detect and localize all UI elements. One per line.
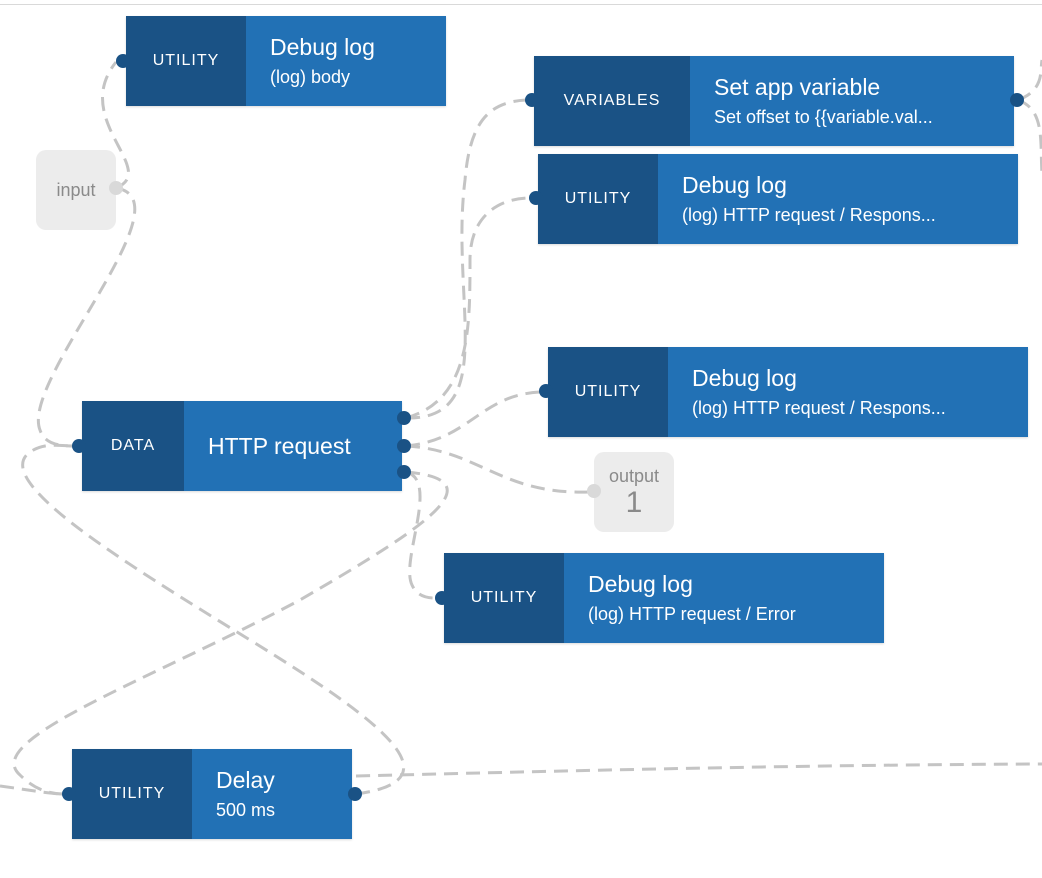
node-delay[interactable]: UTILITY Delay 500 ms: [72, 749, 352, 839]
node-debug-log-body[interactable]: UTILITY Debug log (log) body: [126, 16, 446, 106]
node-subtitle: (log) HTTP request / Error: [588, 604, 796, 624]
output-port-error[interactable]: [397, 465, 411, 479]
node-title: Debug log: [682, 172, 787, 198]
node-set-app-variable[interactable]: VARIABLES Set app variable Set offset to…: [534, 56, 1014, 146]
wire-http-to-set-var: [405, 98, 527, 420]
output-port-success[interactable]: [397, 439, 411, 453]
node-http-request[interactable]: DATA HTTP request: [82, 401, 402, 491]
node-category: UTILITY: [126, 16, 246, 106]
wire-set-var-out-2: [1017, 98, 1042, 176]
node-subtitle: (log) HTTP request / Respons...: [692, 398, 946, 418]
wire-http-to-debug-error: [405, 470, 437, 600]
wire-http-to-debug-resp2: [405, 390, 541, 448]
output-label: output: [608, 465, 660, 486]
wire-delay-to-http: [21, 443, 406, 796]
wire-delay-to-right: [355, 762, 1042, 778]
canvas-top-border: [0, 4, 1042, 5]
input-port[interactable]: [72, 439, 86, 453]
node-title: Delay: [216, 767, 275, 793]
node-subtitle: 500 ms: [216, 800, 276, 820]
output-port[interactable]: [1010, 93, 1024, 107]
input-port[interactable]: [529, 191, 543, 205]
output-port-response[interactable]: [397, 411, 411, 425]
node-subtitle: (log) body: [270, 67, 351, 87]
node-title: Set app variable: [714, 74, 881, 100]
output-port[interactable]: [348, 787, 362, 801]
input-port[interactable]: [62, 787, 76, 801]
wire-http-to-debug-resp1: [405, 196, 531, 420]
node-title: Debug log: [270, 34, 375, 60]
wire-left-edge-to-delay: [0, 784, 65, 796]
input-node-port[interactable]: [109, 181, 123, 195]
node-category: UTILITY: [72, 749, 192, 839]
flow-input-node[interactable]: input: [36, 150, 116, 230]
node-category: UTILITY: [548, 347, 668, 437]
output-number: 1: [625, 485, 643, 519]
input-port[interactable]: [435, 591, 449, 605]
node-title: Debug log: [588, 571, 693, 597]
node-subtitle: Set offset to {{variable.val...: [714, 107, 933, 127]
wire-http-to-delay: [12, 470, 449, 796]
input-label: input: [56, 179, 96, 200]
flow-output-node[interactable]: output 1: [594, 452, 674, 532]
node-title: HTTP request: [208, 433, 351, 459]
input-port[interactable]: [116, 54, 130, 68]
node-debug-log-response-2[interactable]: UTILITY Debug log (log) HTTP request / R…: [548, 347, 1028, 437]
node-category: UTILITY: [538, 154, 658, 244]
node-debug-log-error[interactable]: UTILITY Debug log (log) HTTP request / E…: [444, 553, 884, 643]
node-title: Debug log: [692, 365, 797, 391]
node-debug-log-response[interactable]: UTILITY Debug log (log) HTTP request / R…: [538, 154, 1018, 244]
wire-input-to-http: [36, 186, 137, 448]
node-category: UTILITY: [444, 553, 564, 643]
output-node-port[interactable]: [587, 484, 601, 498]
node-category: DATA: [82, 401, 184, 491]
node-category: VARIABLES: [534, 56, 690, 146]
wire-input-to-debug-body: [101, 61, 130, 190]
wire-http-to-output: [405, 444, 591, 494]
input-port[interactable]: [539, 384, 553, 398]
node-subtitle: (log) HTTP request / Respons...: [682, 205, 936, 225]
input-port[interactable]: [525, 93, 539, 107]
